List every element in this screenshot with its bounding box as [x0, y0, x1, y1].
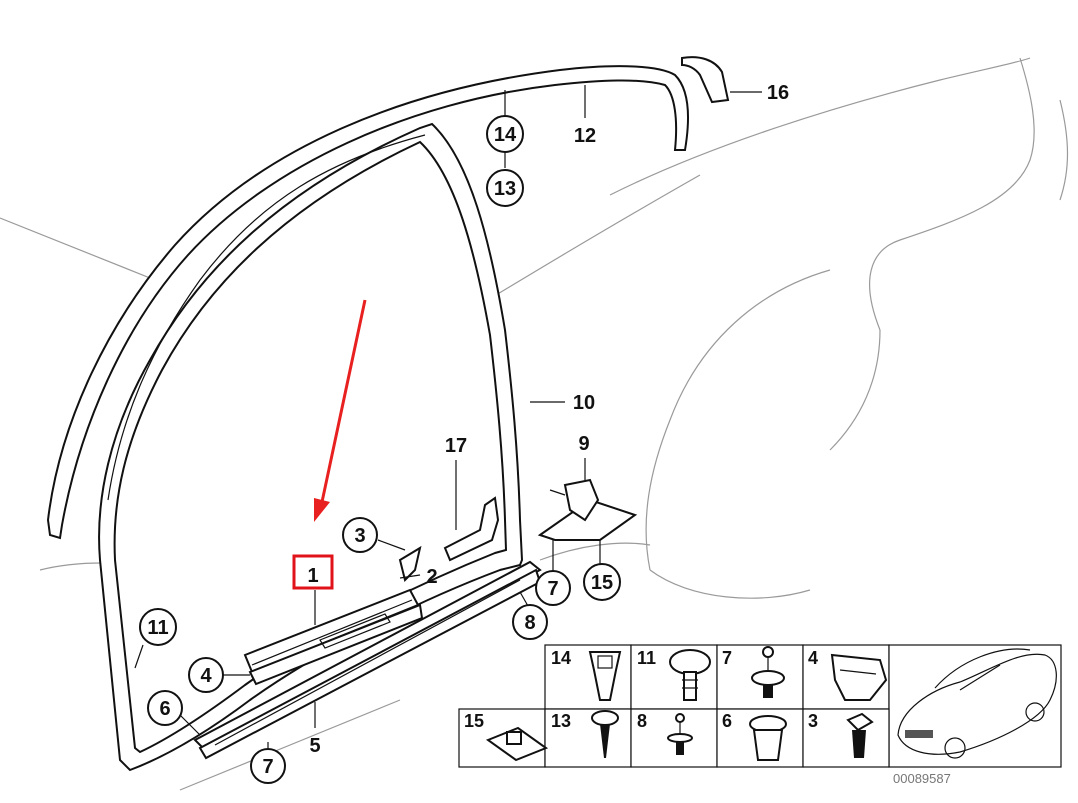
- label-8: 8: [524, 612, 535, 634]
- label-7a: 7: [262, 756, 273, 778]
- label-4: 4: [200, 665, 212, 687]
- label-7b: 7: [547, 578, 558, 600]
- label-17: 17: [445, 435, 467, 457]
- legend-label-15: 15: [464, 711, 484, 731]
- label-16: 16: [767, 82, 789, 104]
- drawing-code: 00089587: [893, 771, 951, 786]
- label-12: 12: [574, 125, 596, 147]
- label-14: 14: [494, 124, 517, 146]
- screw-13-icon: [591, 710, 619, 758]
- part-16-cap: [681, 56, 730, 104]
- label-15: 15: [591, 572, 613, 594]
- nut-15-icon: [485, 726, 549, 762]
- pin-8-icon: [667, 713, 693, 755]
- legend-label-8: 8: [637, 711, 647, 731]
- label-5: 5: [309, 735, 320, 757]
- label-11: 11: [147, 617, 168, 639]
- legend-label-11: 11: [637, 648, 656, 668]
- leader-lines: [134, 85, 762, 748]
- fastener-legend: 14 11 7 4 15 13 8 6 3: [458, 644, 1062, 768]
- label-3: 3: [354, 525, 365, 547]
- label-6: 6: [159, 698, 170, 720]
- clip-14-icon: [588, 651, 622, 701]
- part-labels: 1 2 3 4 5 6 7 7 8 9 10 11 12 13 14 15 16…: [139, 82, 789, 784]
- legend-label-13: 13: [551, 711, 571, 731]
- rivet-11-icon: [669, 649, 711, 701]
- label-2: 2: [426, 566, 437, 588]
- bracket-17: [443, 496, 500, 562]
- legend-label-4: 4: [808, 648, 818, 668]
- legend-label-7: 7: [722, 648, 732, 668]
- label-13: 13: [494, 178, 516, 200]
- door-sill-strip: [193, 560, 542, 760]
- clip-3-icon: [846, 712, 874, 758]
- bracket-9: [537, 478, 638, 541]
- highlight-box: [292, 554, 334, 590]
- clip-4-icon: [830, 653, 888, 701]
- screw-7-icon: [751, 646, 785, 698]
- door-seal-frame: [98, 122, 524, 772]
- label-9: 9: [578, 433, 589, 455]
- roof-channel-strip: [46, 65, 689, 540]
- label-10: 10: [573, 392, 595, 414]
- car-thumbnail-icon: [897, 648, 1057, 759]
- red-arrow: [314, 299, 367, 522]
- legend-label-14: 14: [551, 648, 571, 668]
- legend-label-6: 6: [722, 711, 732, 731]
- sill-plate: [243, 545, 424, 686]
- grommet-6-icon: [749, 715, 787, 761]
- label-1: 1: [307, 565, 318, 587]
- legend-label-3: 3: [808, 711, 818, 731]
